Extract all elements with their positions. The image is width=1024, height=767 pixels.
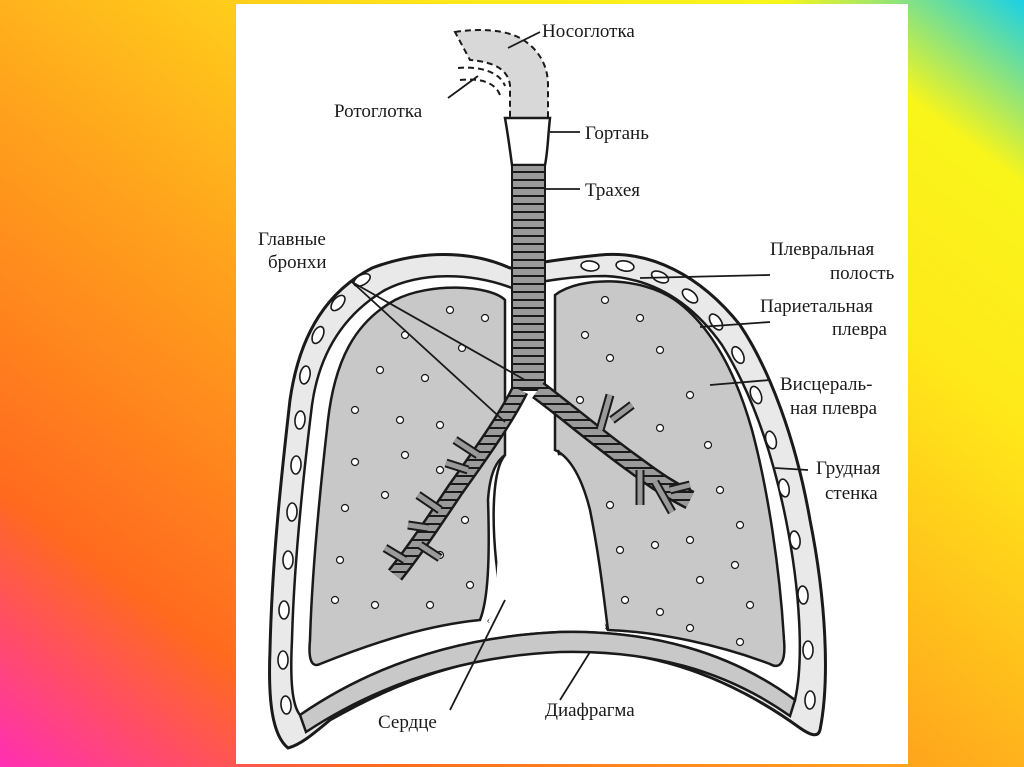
heart-region [488, 455, 606, 628]
label-pleural-cavity-line2: полость [830, 263, 895, 284]
label-pleural-cavity-line1: Плевральная [770, 239, 874, 260]
label-chest-wall-line2: стенка [825, 483, 878, 504]
label-visceral-pleura-line1: Висцераль- [780, 374, 872, 395]
label-main-bronchi-line1: Главные [258, 229, 326, 250]
trachea [511, 164, 546, 391]
label-parietal-pleura-line2: плевра [832, 319, 888, 340]
label-oropharynx: Ротоглотка [334, 101, 423, 122]
label-parietal-pleura-line1: Париетальная [760, 296, 873, 317]
leader-lines [351, 31, 809, 711]
pharynx [453, 29, 549, 121]
alveoli-dots [330, 295, 755, 647]
diaphragm [298, 630, 797, 734]
label-trachea: Трахея [585, 180, 640, 201]
label-chest-wall-line1: Грудная [816, 458, 881, 479]
label-diaphragm: Диафрагма [545, 700, 635, 721]
bronchial-tree [382, 381, 695, 581]
label-larynx: Гортань [585, 123, 649, 144]
larynx [503, 116, 552, 167]
label-nasopharynx: Носоглотка [542, 21, 635, 42]
label-heart: Сердце [378, 712, 437, 733]
label-main-bronchi-line2: бронхи [268, 252, 327, 273]
label-visceral-pleura-line2: ная плевра [790, 398, 878, 419]
